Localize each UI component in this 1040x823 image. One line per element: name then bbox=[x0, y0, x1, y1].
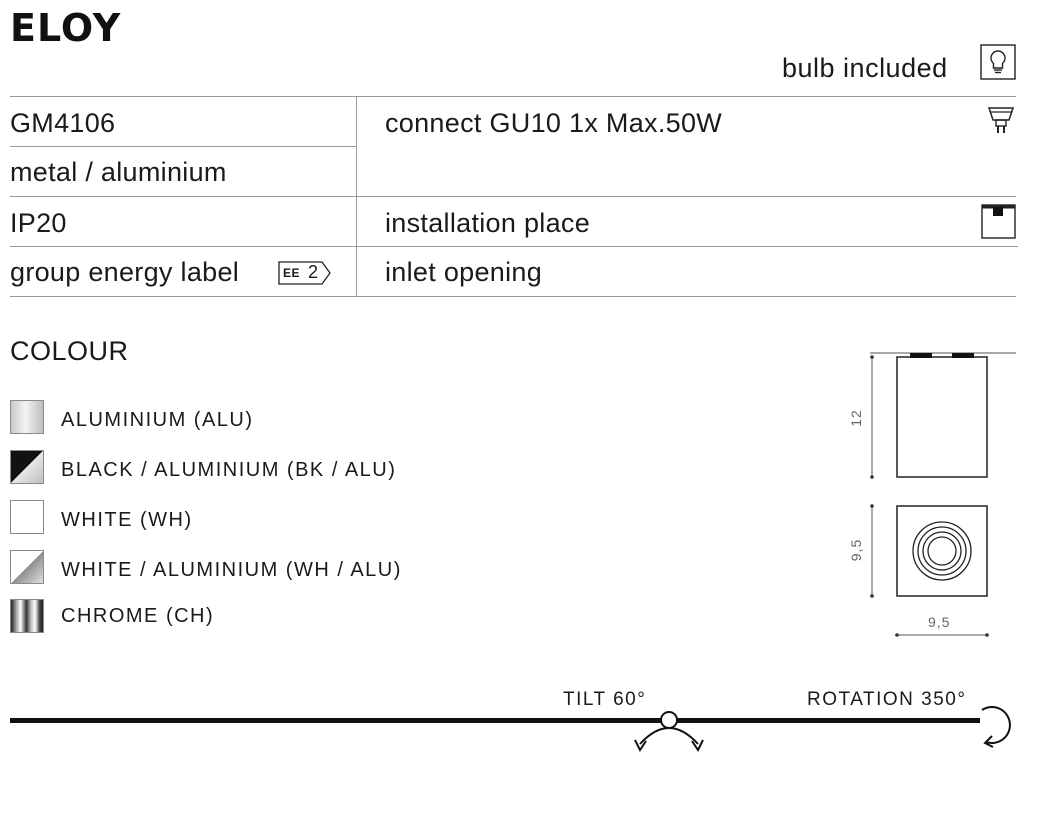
bulb-included-label: bulb included bbox=[782, 53, 948, 83]
dimension-drawing bbox=[870, 352, 1016, 637]
tilt-label: TILT 60° bbox=[563, 689, 647, 710]
product-title: ELOY bbox=[10, 6, 122, 50]
colour-label-chrome: CHROME (CH) bbox=[61, 605, 215, 627]
table-column-divider bbox=[356, 96, 357, 296]
table-row-divider bbox=[10, 146, 356, 147]
colour-label-black-aluminium: BLACK / ALUMINIUM (BK / ALU) bbox=[61, 459, 397, 481]
installation-place: installation place bbox=[385, 208, 591, 238]
table-bottom-border bbox=[10, 296, 1016, 297]
colour-heading: COLOUR bbox=[10, 336, 129, 366]
rotation-arrow-icon bbox=[981, 706, 1011, 748]
colour-label-white-aluminium: WHITE / ALUMINIUM (WH / ALU) bbox=[61, 559, 402, 581]
dimension-width: 9,5 bbox=[928, 614, 951, 630]
dimension-depth: 9,5 bbox=[848, 538, 864, 562]
ip-rating: IP20 bbox=[10, 208, 67, 238]
energy-class-value: 2 bbox=[308, 262, 319, 282]
adjustment-bar bbox=[10, 718, 980, 723]
energy-label-badge: EE 2 bbox=[278, 261, 332, 285]
table-row-divider bbox=[10, 246, 1018, 247]
dimension-height: 12 bbox=[848, 409, 864, 427]
swatch-black-aluminium bbox=[10, 450, 44, 484]
light-bulb-icon bbox=[980, 44, 1016, 80]
material: metal / aluminium bbox=[10, 157, 227, 187]
connect-spec: connect GU10 1x Max.50W bbox=[385, 108, 723, 138]
swatch-chrome bbox=[10, 599, 44, 633]
inlet-opening: inlet opening bbox=[385, 257, 543, 287]
gu10-bulb-icon bbox=[988, 107, 1014, 133]
swatch-white bbox=[10, 500, 44, 534]
energy-label-text: group energy label bbox=[10, 257, 240, 287]
swatch-aluminium bbox=[10, 400, 44, 434]
table-top-border bbox=[10, 96, 1016, 97]
colour-label-aluminium: ALUMINIUM (ALU) bbox=[61, 409, 254, 431]
colour-label-white: WHITE (WH) bbox=[61, 509, 193, 531]
tilt-arrows-icon bbox=[634, 711, 704, 752]
table-row-divider bbox=[10, 196, 1016, 197]
swatch-white-aluminium bbox=[10, 550, 44, 584]
product-code: GM4106 bbox=[10, 108, 116, 138]
energy-badge-text: EE bbox=[283, 266, 301, 280]
ceiling-mount-icon bbox=[981, 204, 1016, 239]
rotation-label: ROTATION 350° bbox=[807, 689, 967, 710]
